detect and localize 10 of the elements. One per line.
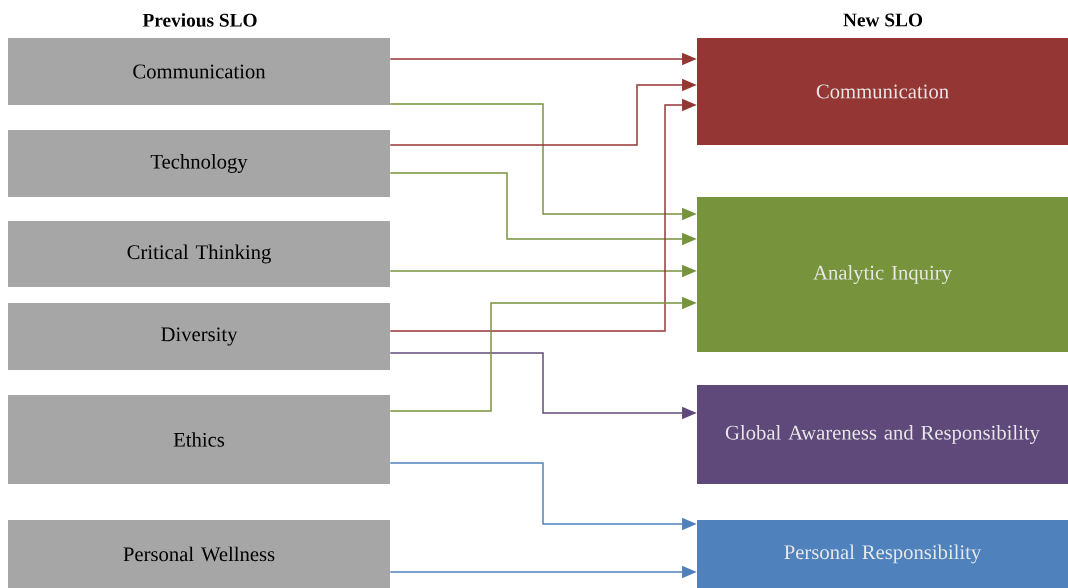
slo-box: Ethics [8, 395, 390, 484]
slo-box: Personal Responsibility [697, 520, 1068, 588]
slo-box: Critical Thinking [8, 221, 390, 287]
slo-box: Communication [8, 38, 390, 105]
slo-box: Global Awareness and Responsibility [697, 385, 1068, 484]
slo-box: Diversity [8, 303, 390, 370]
slo-box: Personal Wellness [8, 520, 390, 588]
slo-box: Communication [697, 38, 1068, 145]
slo-box: Analytic Inquiry [697, 197, 1068, 352]
slo-box: Technology [8, 130, 390, 197]
